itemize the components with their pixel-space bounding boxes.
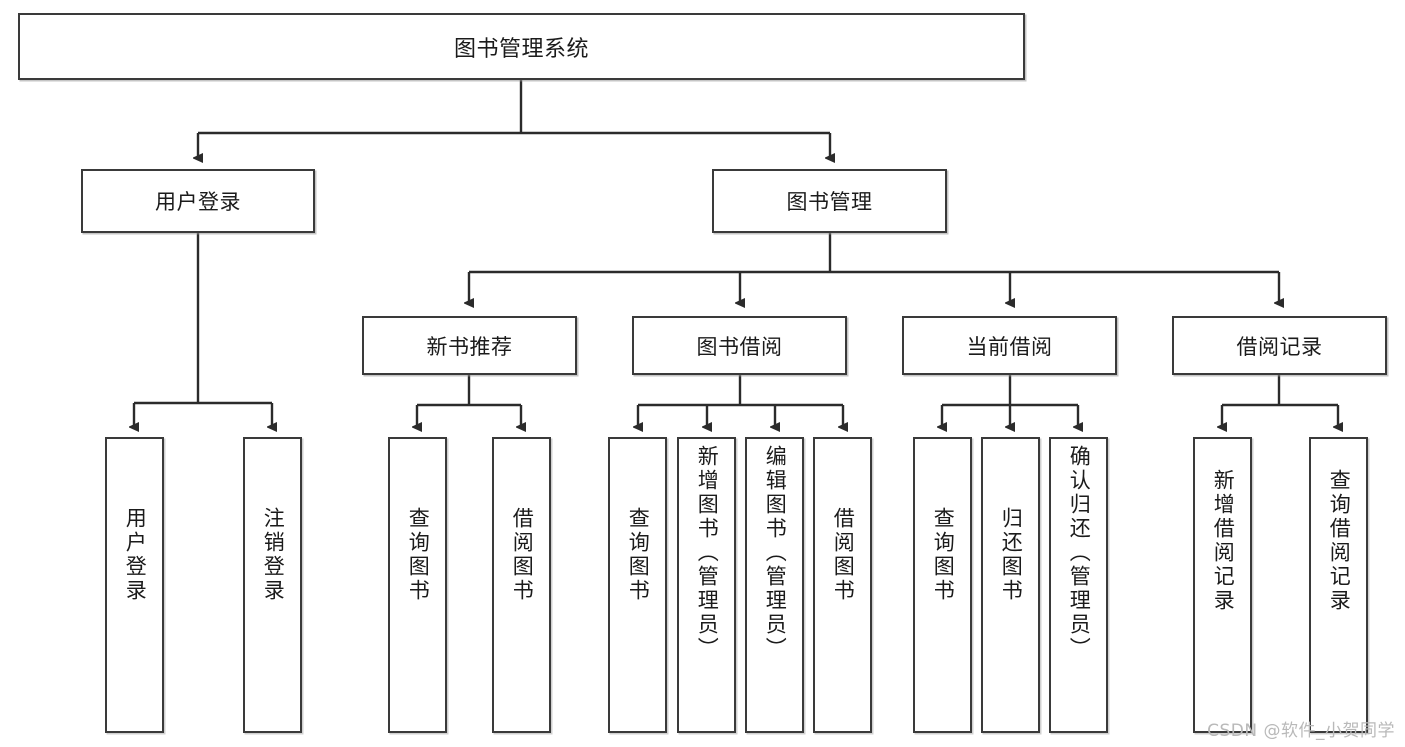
leaf-new-book-borrow[interactable]: 借阅图书 bbox=[492, 437, 551, 733]
node-new-book-recommend[interactable]: 新书推荐 bbox=[362, 316, 577, 375]
leaf-borrow-add-book-admin[interactable]: 新增图书（管理员） bbox=[677, 437, 736, 733]
node-user-login[interactable]: 用户登录 bbox=[81, 169, 315, 233]
csdn-watermark: CSDN @软件_小贺同学 bbox=[1207, 721, 1395, 741]
node-label: 图书管理 bbox=[786, 190, 873, 214]
node-borrow-record[interactable]: 借阅记录 bbox=[1172, 316, 1387, 375]
leaf-borrow-borrow-book[interactable]: 借阅图书 bbox=[813, 437, 872, 733]
node-label: 确认归还（管理员） bbox=[1067, 445, 1092, 661]
node-label: 归还图书 bbox=[999, 507, 1024, 603]
node-label: 借阅图书 bbox=[831, 507, 856, 603]
node-label: 新增借阅记录 bbox=[1211, 469, 1236, 613]
node-label: 新增图书（管理员） bbox=[695, 445, 720, 661]
node-label: 当前借阅 bbox=[966, 334, 1053, 359]
node-label: 注销登录 bbox=[261, 507, 286, 603]
node-label: 编辑图书（管理员） bbox=[763, 445, 788, 661]
node-label: 图书借阅 bbox=[696, 334, 783, 359]
leaf-user-login-logout[interactable]: 注销登录 bbox=[243, 437, 302, 733]
leaf-record-query-record[interactable]: 查询借阅记录 bbox=[1309, 437, 1368, 733]
node-label: 借阅记录 bbox=[1236, 334, 1323, 359]
node-current-borrow[interactable]: 当前借阅 bbox=[902, 316, 1117, 375]
leaf-current-return-book[interactable]: 归还图书 bbox=[981, 437, 1040, 733]
leaf-current-query-book[interactable]: 查询图书 bbox=[913, 437, 972, 733]
leaf-borrow-query-book[interactable]: 查询图书 bbox=[608, 437, 667, 733]
node-book-borrow[interactable]: 图书借阅 bbox=[632, 316, 847, 375]
leaf-user-login-login[interactable]: 用户登录 bbox=[105, 437, 164, 733]
leaf-new-book-query[interactable]: 查询图书 bbox=[388, 437, 447, 733]
node-label: 用户登录 bbox=[155, 190, 241, 214]
node-label: 查询图书 bbox=[931, 507, 956, 603]
node-label: 用户登录 bbox=[123, 507, 148, 603]
node-label: 借阅图书 bbox=[510, 507, 535, 603]
node-label: 查询借阅记录 bbox=[1327, 469, 1352, 613]
node-book-management-system[interactable]: 图书管理系统 bbox=[18, 13, 1025, 80]
node-label: 图书管理系统 bbox=[453, 36, 589, 62]
node-label: 查询图书 bbox=[626, 507, 651, 603]
node-label: 查询图书 bbox=[406, 507, 431, 603]
node-label: 新书推荐 bbox=[426, 334, 513, 359]
leaf-current-confirm-return-admin[interactable]: 确认归还（管理员） bbox=[1049, 437, 1108, 733]
node-book-management[interactable]: 图书管理 bbox=[712, 169, 947, 233]
leaf-borrow-edit-book-admin[interactable]: 编辑图书（管理员） bbox=[745, 437, 804, 733]
leaf-record-add-record[interactable]: 新增借阅记录 bbox=[1193, 437, 1252, 733]
